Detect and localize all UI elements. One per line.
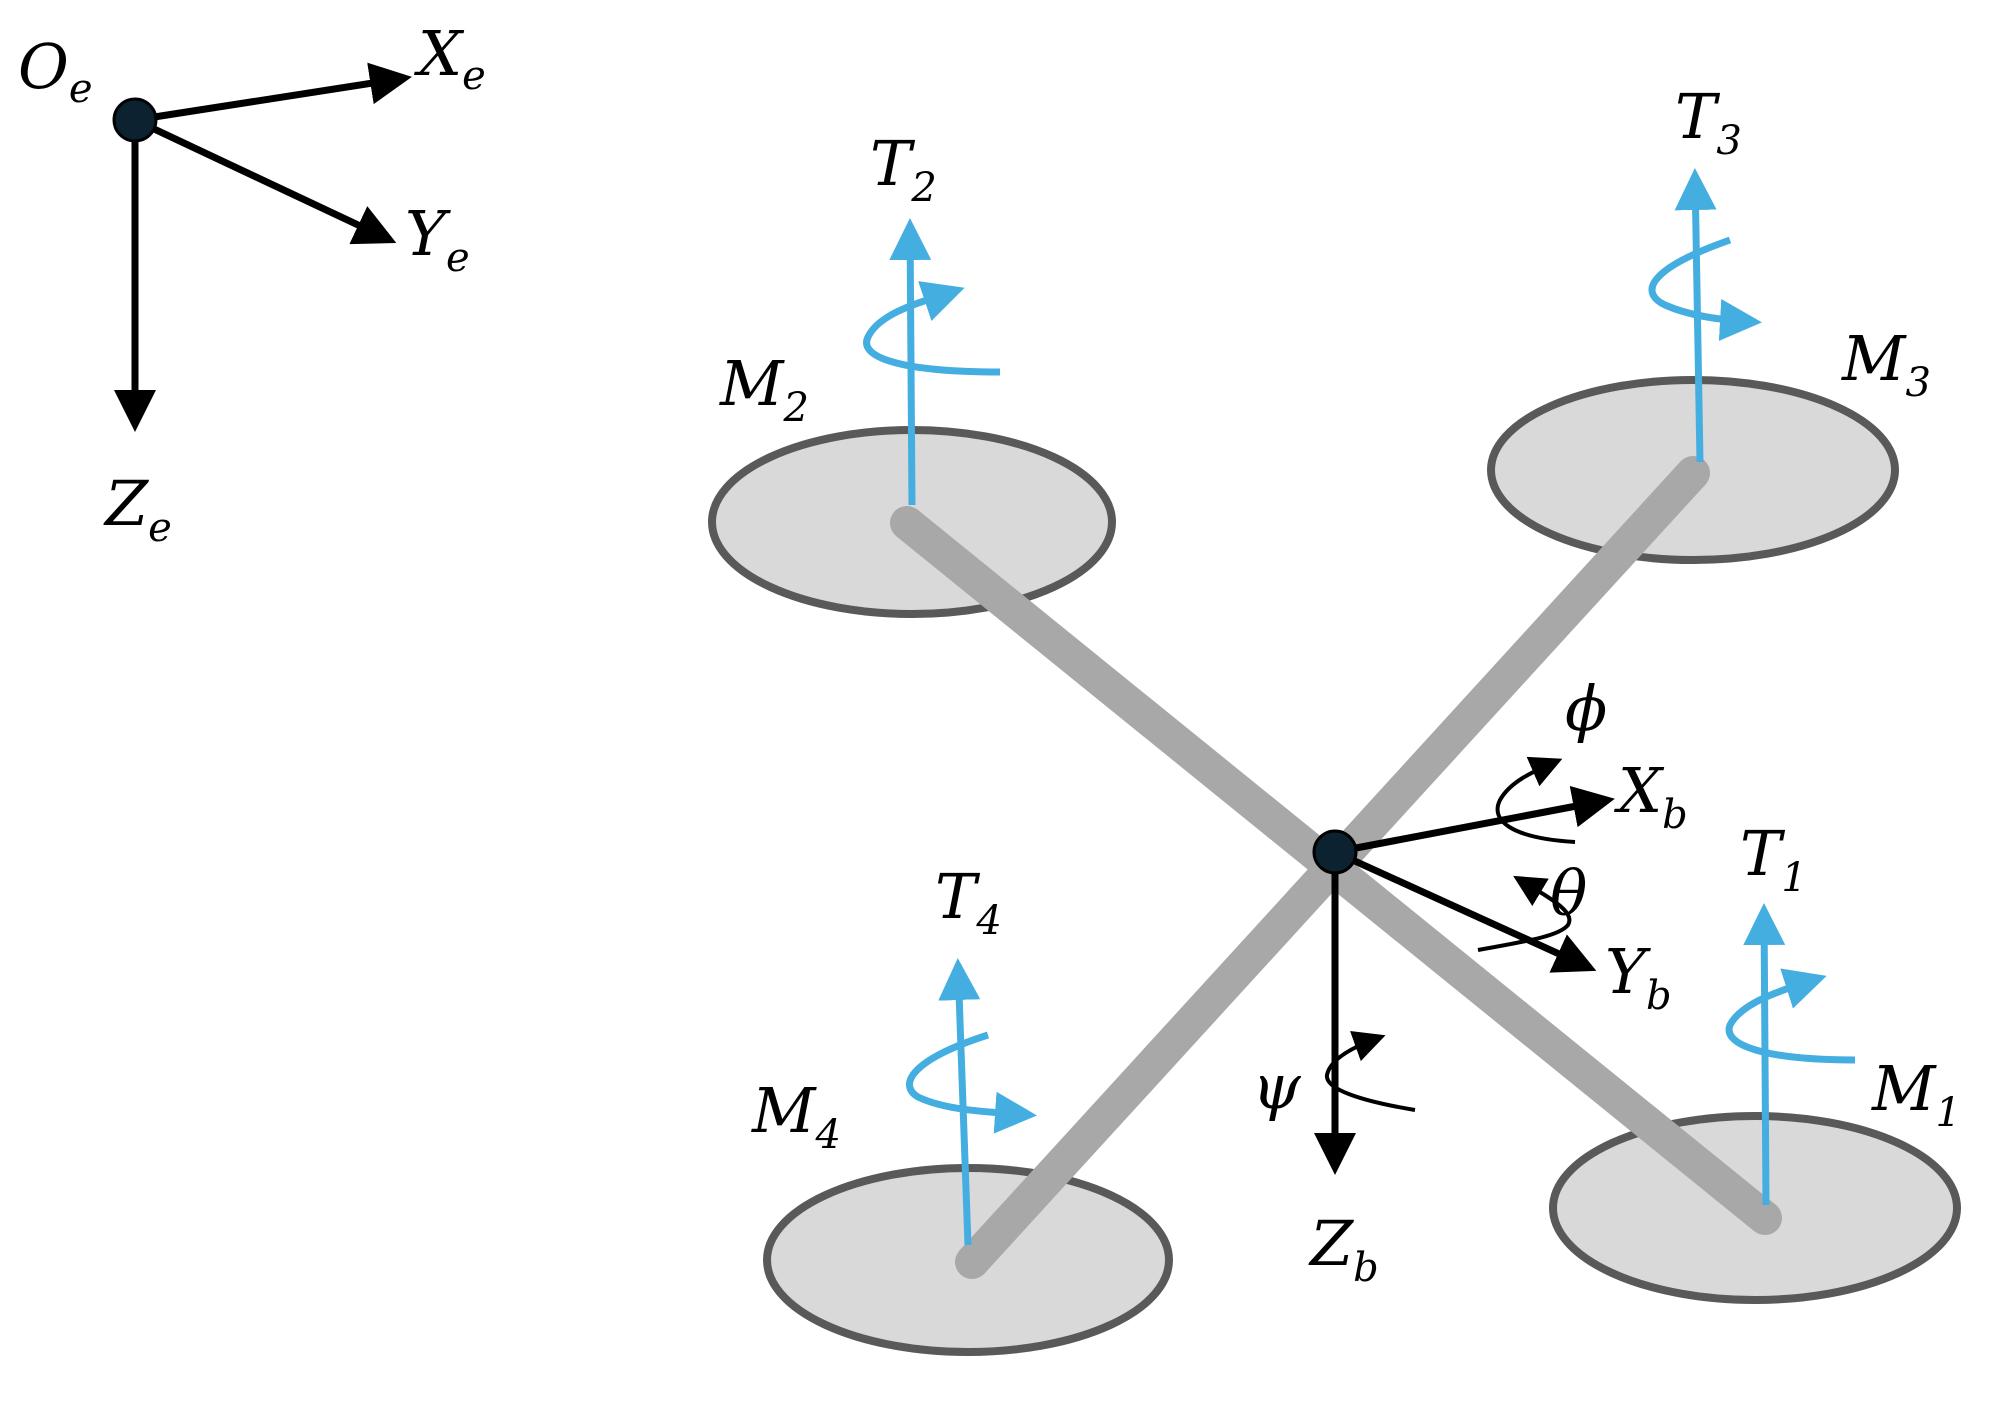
- body-x-label: Xb: [1614, 754, 1688, 838]
- body-x-axis: [1334, 785, 1615, 856]
- body-y-label: Yb: [1605, 935, 1672, 1019]
- spin-arrow-1: [1725, 968, 1856, 1064]
- earth-origin-label: Oe: [18, 30, 93, 112]
- earth-frame: Oe Xe Ye Ze: [18, 17, 486, 551]
- body-z-label: Zb: [1308, 1207, 1379, 1291]
- thrust-arrow-1: [1743, 903, 1786, 1206]
- earth-y-axis: [133, 116, 397, 245]
- body-origin-node: [1312, 829, 1358, 875]
- motor-label-3: M3: [1841, 322, 1931, 406]
- motor-label-1: M1: [1871, 1052, 1961, 1136]
- earth-origin-node: [112, 97, 158, 143]
- spin-arrow-4: [906, 1031, 1037, 1134]
- earth-x-axis: [134, 62, 412, 124]
- spin-arrow-3: [1648, 236, 1762, 341]
- pitch-label: θ: [1550, 857, 1587, 930]
- thrust-label-2: T2: [870, 127, 937, 211]
- body-y-axis: [1333, 848, 1597, 973]
- thrust-label-1: T1: [1740, 817, 1807, 901]
- earth-x-label: Xe: [414, 17, 486, 99]
- body-frame: Xb Yb Zb ϕ θ ψ: [1252, 672, 1688, 1291]
- thrust-vectors: [863, 168, 1856, 1246]
- rotor-labels: T2 T3 T4 T1 M2 M3 M4 M1: [719, 80, 1961, 1158]
- yaw-arrow: [1324, 1031, 1416, 1112]
- spin-arrow-2: [863, 281, 1001, 376]
- thrust-label-4: T4: [935, 860, 1002, 944]
- thrust-arrow-4: [938, 958, 981, 1246]
- thrust-label-3: T3: [1675, 80, 1742, 164]
- motor-label-4: M4: [751, 1074, 841, 1158]
- earth-z-label: Ze: [103, 467, 172, 551]
- earth-y-label: Ye: [405, 197, 470, 281]
- motor-label-2: M2: [719, 347, 809, 431]
- pitch-arrow: [1477, 875, 1572, 952]
- roll-label: ϕ: [1565, 672, 1607, 745]
- roll-arrow: [1495, 756, 1576, 844]
- yaw-label: ψ: [1252, 1050, 1302, 1123]
